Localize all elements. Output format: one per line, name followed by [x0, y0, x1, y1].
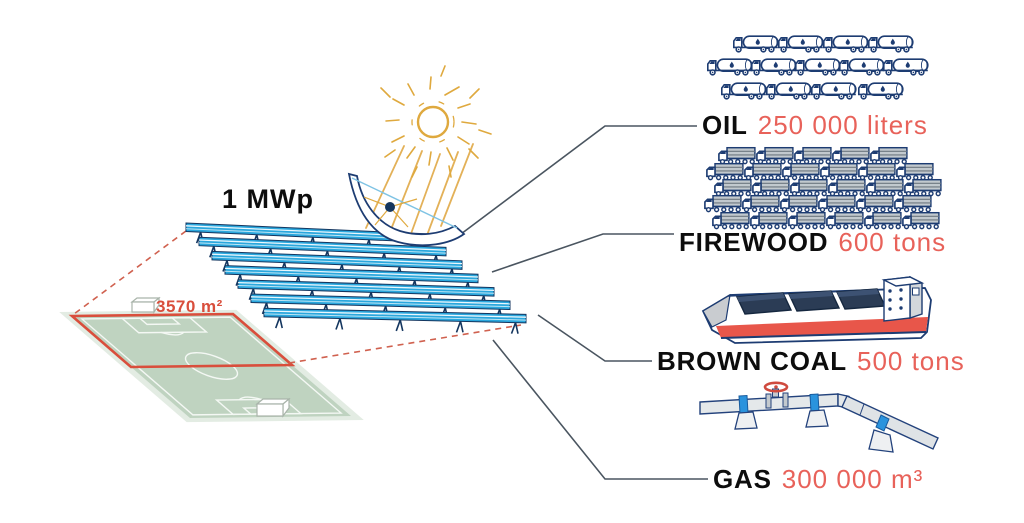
area-projection-dashed-lines — [73, 230, 522, 364]
log-truck-icon — [856, 194, 894, 213]
log-truck-icon — [828, 178, 866, 197]
panel-row — [237, 279, 495, 308]
oil-truck-icon — [882, 58, 929, 76]
solar-panel-array-icon — [185, 222, 527, 334]
oil-truck-icon — [838, 58, 885, 76]
log-truck-icon — [820, 162, 858, 181]
log-truck-icon — [790, 178, 828, 197]
log-truck-icon — [832, 146, 870, 165]
oil-truck-icon — [822, 35, 869, 53]
panel-leg — [335, 318, 344, 330]
valve-handwheel — [763, 381, 789, 393]
log-truck-icon — [714, 178, 752, 197]
oil-truck-icon — [732, 35, 779, 53]
log-truck-icon — [782, 162, 820, 181]
panel-row — [263, 307, 527, 334]
log-truck-icon — [744, 162, 782, 181]
panel-row — [211, 250, 463, 281]
oil-truck-icon — [810, 82, 857, 100]
oil-tanker-trucks-icon — [706, 35, 929, 100]
log-truck-icon — [780, 194, 818, 213]
oil-label: OIL — [702, 110, 748, 140]
log-truck-icon — [742, 194, 780, 213]
sun-rays — [365, 143, 474, 243]
log-truck-icon — [866, 178, 904, 197]
goal-top-icon — [130, 296, 161, 314]
oil-caption: OIL 250 000 liters — [702, 110, 928, 141]
oil-truck-icon — [794, 58, 841, 76]
log-truck-icon — [718, 146, 756, 165]
oil-truck-icon — [857, 82, 904, 100]
gas-label: GAS — [713, 464, 772, 494]
log-truck-icon — [794, 146, 832, 165]
sun-icon — [380, 65, 492, 178]
field-area-red-outline — [72, 314, 292, 367]
brown-coal-caption: BROWN COAL 500 tons — [657, 346, 965, 377]
solar-collector-dish-icon — [347, 172, 466, 247]
array-power-label: 1 MWp — [222, 184, 314, 214]
oil-truck-icon — [777, 35, 824, 53]
log-truck-icon — [752, 178, 790, 197]
goal-bottom-icon — [255, 397, 291, 418]
field-area-label: 3570 m² — [156, 297, 223, 316]
gas-pipeline-icon — [699, 381, 939, 453]
football-field-icon — [59, 296, 364, 423]
log-truck-icon — [896, 162, 934, 181]
connector-lines — [452, 125, 708, 480]
oil-truck-icon — [750, 58, 797, 76]
gas-value: 300 000 m³ — [781, 464, 924, 494]
log-truck-icon — [894, 194, 932, 213]
gas-caption: GAS 300 000 m³ — [713, 464, 923, 495]
panel-leg — [395, 319, 404, 332]
coal-barge-icon — [701, 275, 932, 344]
log-truck-icon — [706, 162, 744, 181]
log-truck-icon — [756, 146, 794, 165]
panel-leg — [510, 322, 519, 334]
barge-cabin — [881, 275, 925, 322]
firewood-connector-line — [491, 233, 674, 273]
firewood-trucks-icon — [704, 146, 942, 230]
brown-coal-connector-line — [537, 314, 652, 362]
log-truck-icon — [704, 194, 742, 213]
panel-row — [198, 236, 447, 267]
firewood-label: FIREWOOD — [679, 227, 829, 257]
oil-value: 250 000 liters — [757, 110, 928, 140]
oil-truck-icon — [720, 82, 767, 100]
firewood-caption: FIREWOOD 600 tons — [679, 227, 946, 258]
oil-truck-icon — [706, 58, 753, 76]
oil-connector-line — [452, 125, 697, 241]
panel-leg — [455, 321, 464, 333]
panel-leg — [274, 316, 284, 329]
log-truck-icon — [870, 146, 908, 165]
panel-row — [185, 222, 431, 254]
gas-connector-line — [492, 339, 708, 480]
brown-coal-label: BROWN COAL — [657, 346, 847, 376]
log-truck-icon — [818, 194, 856, 213]
brown-coal-value: 500 tons — [856, 346, 965, 376]
firewood-value: 600 tons — [838, 227, 947, 257]
oil-truck-icon — [765, 82, 812, 100]
oil-truck-icon — [867, 35, 914, 53]
focal-point-dot — [385, 202, 395, 212]
log-truck-icon — [858, 162, 896, 181]
log-truck-icon — [904, 178, 942, 197]
